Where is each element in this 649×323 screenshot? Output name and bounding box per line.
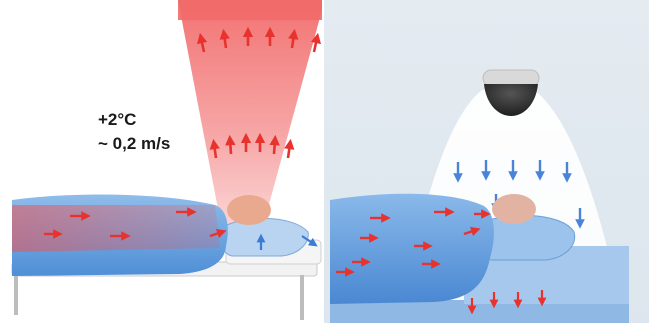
temperature-annotation: +2°C ~ 0,2 m/s	[98, 108, 170, 156]
blanket	[330, 194, 494, 304]
right-scene	[324, 0, 649, 323]
right-panel-ceiling-cooling	[324, 0, 649, 323]
left-scene	[0, 0, 322, 323]
head	[492, 194, 536, 224]
pillow	[220, 218, 308, 256]
temperature-rise-label: +2°C	[98, 108, 170, 132]
air-speed-label: ~ 0,2 m/s	[98, 132, 170, 156]
left-panel-convection: +2°C ~ 0,2 m/s	[0, 0, 322, 323]
head	[227, 195, 271, 225]
